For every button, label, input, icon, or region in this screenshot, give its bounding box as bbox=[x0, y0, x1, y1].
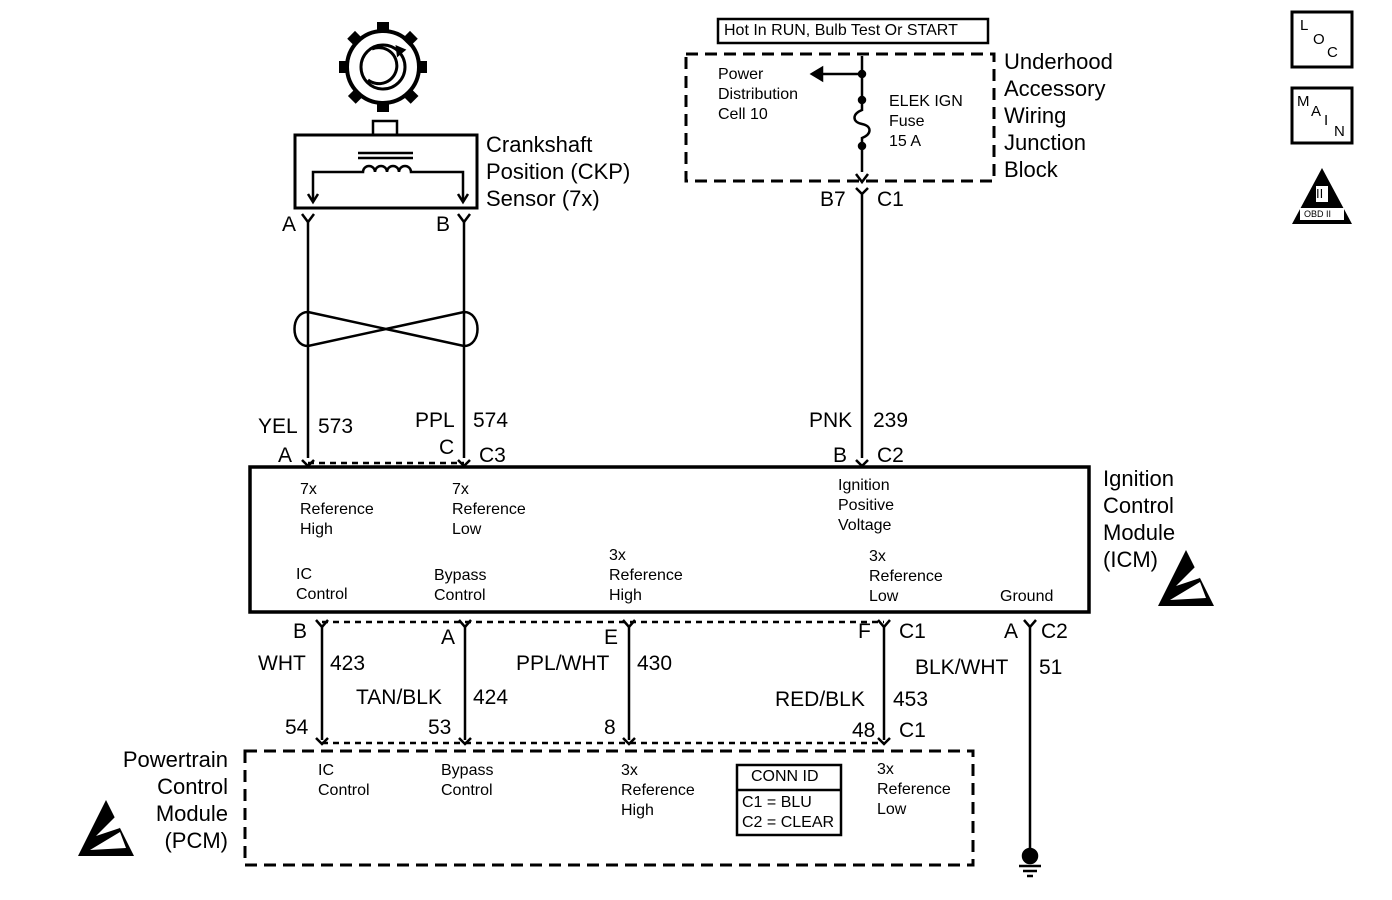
main-icon bbox=[1290, 86, 1354, 145]
obd-ii-icon bbox=[1292, 168, 1352, 224]
wire-circuit: 574 bbox=[473, 409, 509, 432]
sensor-pin-a-label: A bbox=[282, 213, 297, 236]
esd-sensitive-icon bbox=[78, 800, 134, 856]
wire-circuit: 430 bbox=[637, 652, 673, 675]
main-letter: I bbox=[1324, 112, 1329, 129]
wire-circuit: 573 bbox=[318, 415, 354, 438]
ground-icon bbox=[1019, 847, 1041, 878]
icm-outline bbox=[248, 465, 1091, 614]
pcm-pin: 8 bbox=[604, 716, 616, 739]
wire-pin: A bbox=[278, 444, 293, 467]
pcm-name: Powertrain Control Module (PCM) bbox=[122, 747, 228, 853]
icm-name: Ignition Control Module (ICM) bbox=[1103, 466, 1176, 572]
icm-conn: C1 bbox=[899, 620, 926, 643]
crankshaft-gear-icon bbox=[339, 22, 427, 112]
wire-conn: C2 bbox=[877, 444, 904, 467]
pcm-pin: 53 bbox=[428, 716, 452, 739]
conn-id-title: CONN ID bbox=[751, 768, 819, 785]
wire-pin: B bbox=[833, 444, 848, 467]
wire-color: PPL bbox=[415, 409, 455, 432]
main-letter: A bbox=[1311, 103, 1322, 120]
sensor-pin-b bbox=[457, 213, 471, 225]
icm-7x-ref-high: 7x Reference High bbox=[300, 481, 374, 538]
wire-circuit: 239 bbox=[873, 409, 909, 432]
wire-color: PPL/WHT bbox=[516, 652, 610, 675]
power-distribution-label: Power Distribution Cell 10 bbox=[718, 66, 799, 123]
fuse-label: ELEK IGN Fuse 15 A bbox=[889, 93, 963, 150]
hot-in-run-label: Hot In RUN, Bulb Test Or START bbox=[724, 22, 958, 39]
fuse-block-name: Underhood Accessory Wiring Junction Bloc… bbox=[1004, 49, 1113, 182]
esd-sensitive-icon bbox=[1158, 550, 1214, 606]
wire-color: BLK/WHT bbox=[915, 656, 1009, 679]
icm-pin: B bbox=[293, 620, 308, 643]
wire-circuit: 453 bbox=[893, 688, 929, 711]
ckp-sensor-body bbox=[293, 133, 479, 210]
wire-circuit: 51 bbox=[1039, 656, 1063, 679]
icm-3x-ref-low: 3x Reference Low bbox=[869, 548, 943, 605]
wire-circuit: 424 bbox=[473, 686, 509, 709]
main-letter: N bbox=[1334, 123, 1345, 140]
icm-conn: C2 bbox=[1041, 620, 1068, 643]
loc-letter: L bbox=[1300, 17, 1309, 34]
sensor-tip bbox=[371, 119, 399, 137]
icm-bypass-control: Bypass Control bbox=[434, 567, 487, 604]
wire-circuit: 423 bbox=[330, 652, 366, 675]
pcm-3x-ref-low: 3x Reference Low bbox=[877, 761, 951, 818]
conn-id-c1: C1 = BLU bbox=[742, 794, 812, 811]
icm-pin: A bbox=[441, 626, 456, 649]
icm-3x-ref-high: 3x Reference High bbox=[609, 547, 683, 604]
fuse-conn-label: C1 bbox=[877, 188, 904, 211]
wire-color: YEL bbox=[258, 415, 298, 438]
sensor-pin-a bbox=[301, 213, 315, 225]
icm-ignition-voltage: Ignition Positive Voltage bbox=[838, 477, 895, 534]
obd-ii-label: OBD II bbox=[1304, 209, 1332, 219]
wire-conn: C3 bbox=[479, 444, 506, 467]
pcm-pin: 48 bbox=[852, 719, 876, 742]
loc-icon bbox=[1290, 10, 1354, 69]
icm-7x-ref-low: 7x Reference Low bbox=[452, 481, 526, 538]
icm-pin: F bbox=[858, 620, 871, 643]
wire-color: PNK bbox=[809, 409, 853, 432]
pcm-outline bbox=[243, 749, 975, 867]
conn-id-box bbox=[735, 763, 843, 837]
pcm-bypass-control: Bypass Control bbox=[441, 762, 494, 799]
pcm-ic-control: IC Control bbox=[318, 762, 370, 799]
obd-ii-numeral: II bbox=[1316, 186, 1324, 201]
wire-color: RED/BLK bbox=[775, 688, 865, 711]
hot-in-run-box bbox=[716, 17, 990, 45]
loc-letter: C bbox=[1327, 44, 1338, 61]
conn-id-c2: C2 = CLEAR bbox=[742, 814, 835, 831]
main-letter: M bbox=[1297, 93, 1310, 110]
pcm-pin: 54 bbox=[285, 716, 309, 739]
icm-ground: Ground bbox=[1000, 588, 1054, 605]
sensor-pin-b-label: B bbox=[436, 213, 451, 236]
fuse-block-outline bbox=[684, 52, 996, 183]
ckp-sensor-name: Crankshaft Position (CKP) Sensor (7x) bbox=[486, 132, 631, 211]
fuse-pin-label: B7 bbox=[820, 188, 846, 211]
loc-letter: O bbox=[1313, 31, 1325, 48]
pcm-3x-ref-high: 3x Reference High bbox=[621, 762, 695, 819]
twisted-pair-icon bbox=[293, 310, 479, 348]
pcm-conn: C1 bbox=[899, 719, 926, 742]
wire-color: WHT bbox=[258, 652, 306, 675]
icm-ic-control: IC Control bbox=[296, 566, 348, 603]
wire-pin: C bbox=[439, 436, 455, 459]
icm-pin: A bbox=[1004, 620, 1019, 643]
sensor-coil-icon bbox=[306, 151, 470, 205]
wire-color: TAN/BLK bbox=[356, 686, 442, 709]
fuse-icon bbox=[853, 74, 871, 172]
icm-pin: E bbox=[604, 626, 619, 649]
